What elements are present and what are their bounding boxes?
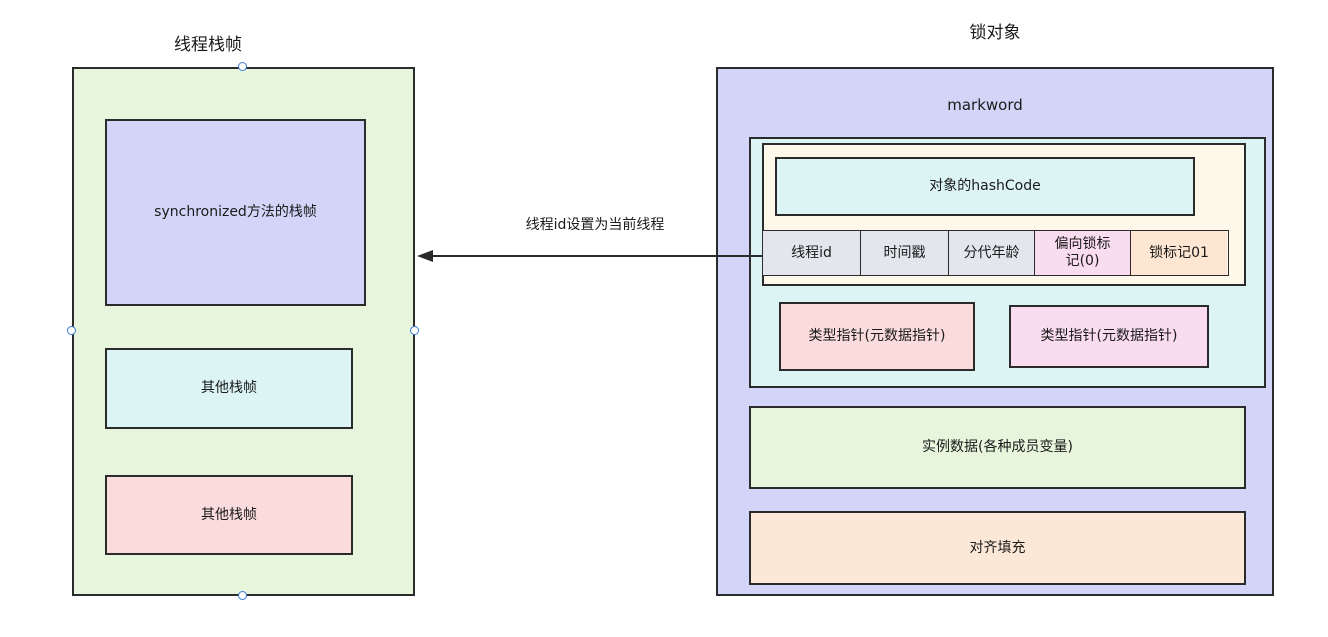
padding-box[interactable]: 对齐填充	[749, 511, 1246, 585]
resize-handle-right[interactable]	[410, 326, 419, 335]
lock-flag-field[interactable]: 锁标记01	[1131, 231, 1227, 275]
gc-age-field[interactable]: 分代年龄	[949, 231, 1035, 275]
other-frame-1[interactable]: 其他栈帧	[105, 348, 353, 429]
instance-data-box[interactable]: 实例数据(各种成员变量)	[749, 406, 1246, 489]
other-frame-2[interactable]: 其他栈帧	[105, 475, 353, 555]
biased-lock-flag-field[interactable]: 偏向锁标记(0)	[1035, 231, 1131, 275]
markword-label: markword	[947, 96, 1023, 114]
timestamp-field[interactable]: 时间戳	[861, 231, 949, 275]
hashcode-field[interactable]: 对象的hashCode	[775, 157, 1195, 216]
arrow-label: 线程id设置为当前线程	[525, 217, 665, 233]
type-pointer-2[interactable]: 类型指针(元数据指针)	[1009, 305, 1209, 368]
lock-object-title: 锁对象	[969, 23, 1021, 43]
thread-id-field[interactable]: 线程id	[763, 231, 861, 275]
resize-handle-top[interactable]	[238, 62, 247, 71]
synchronized-frame[interactable]: synchronized方法的栈帧	[105, 119, 366, 306]
markword-fields-row: 线程id 时间戳 分代年龄 偏向锁标记(0) 锁标记01	[762, 230, 1229, 276]
type-pointer-1[interactable]: 类型指针(元数据指针)	[779, 302, 975, 371]
resize-handle-bottom[interactable]	[238, 591, 247, 600]
resize-handle-left[interactable]	[67, 326, 76, 335]
thread-stack-title: 线程栈帧	[174, 35, 242, 55]
